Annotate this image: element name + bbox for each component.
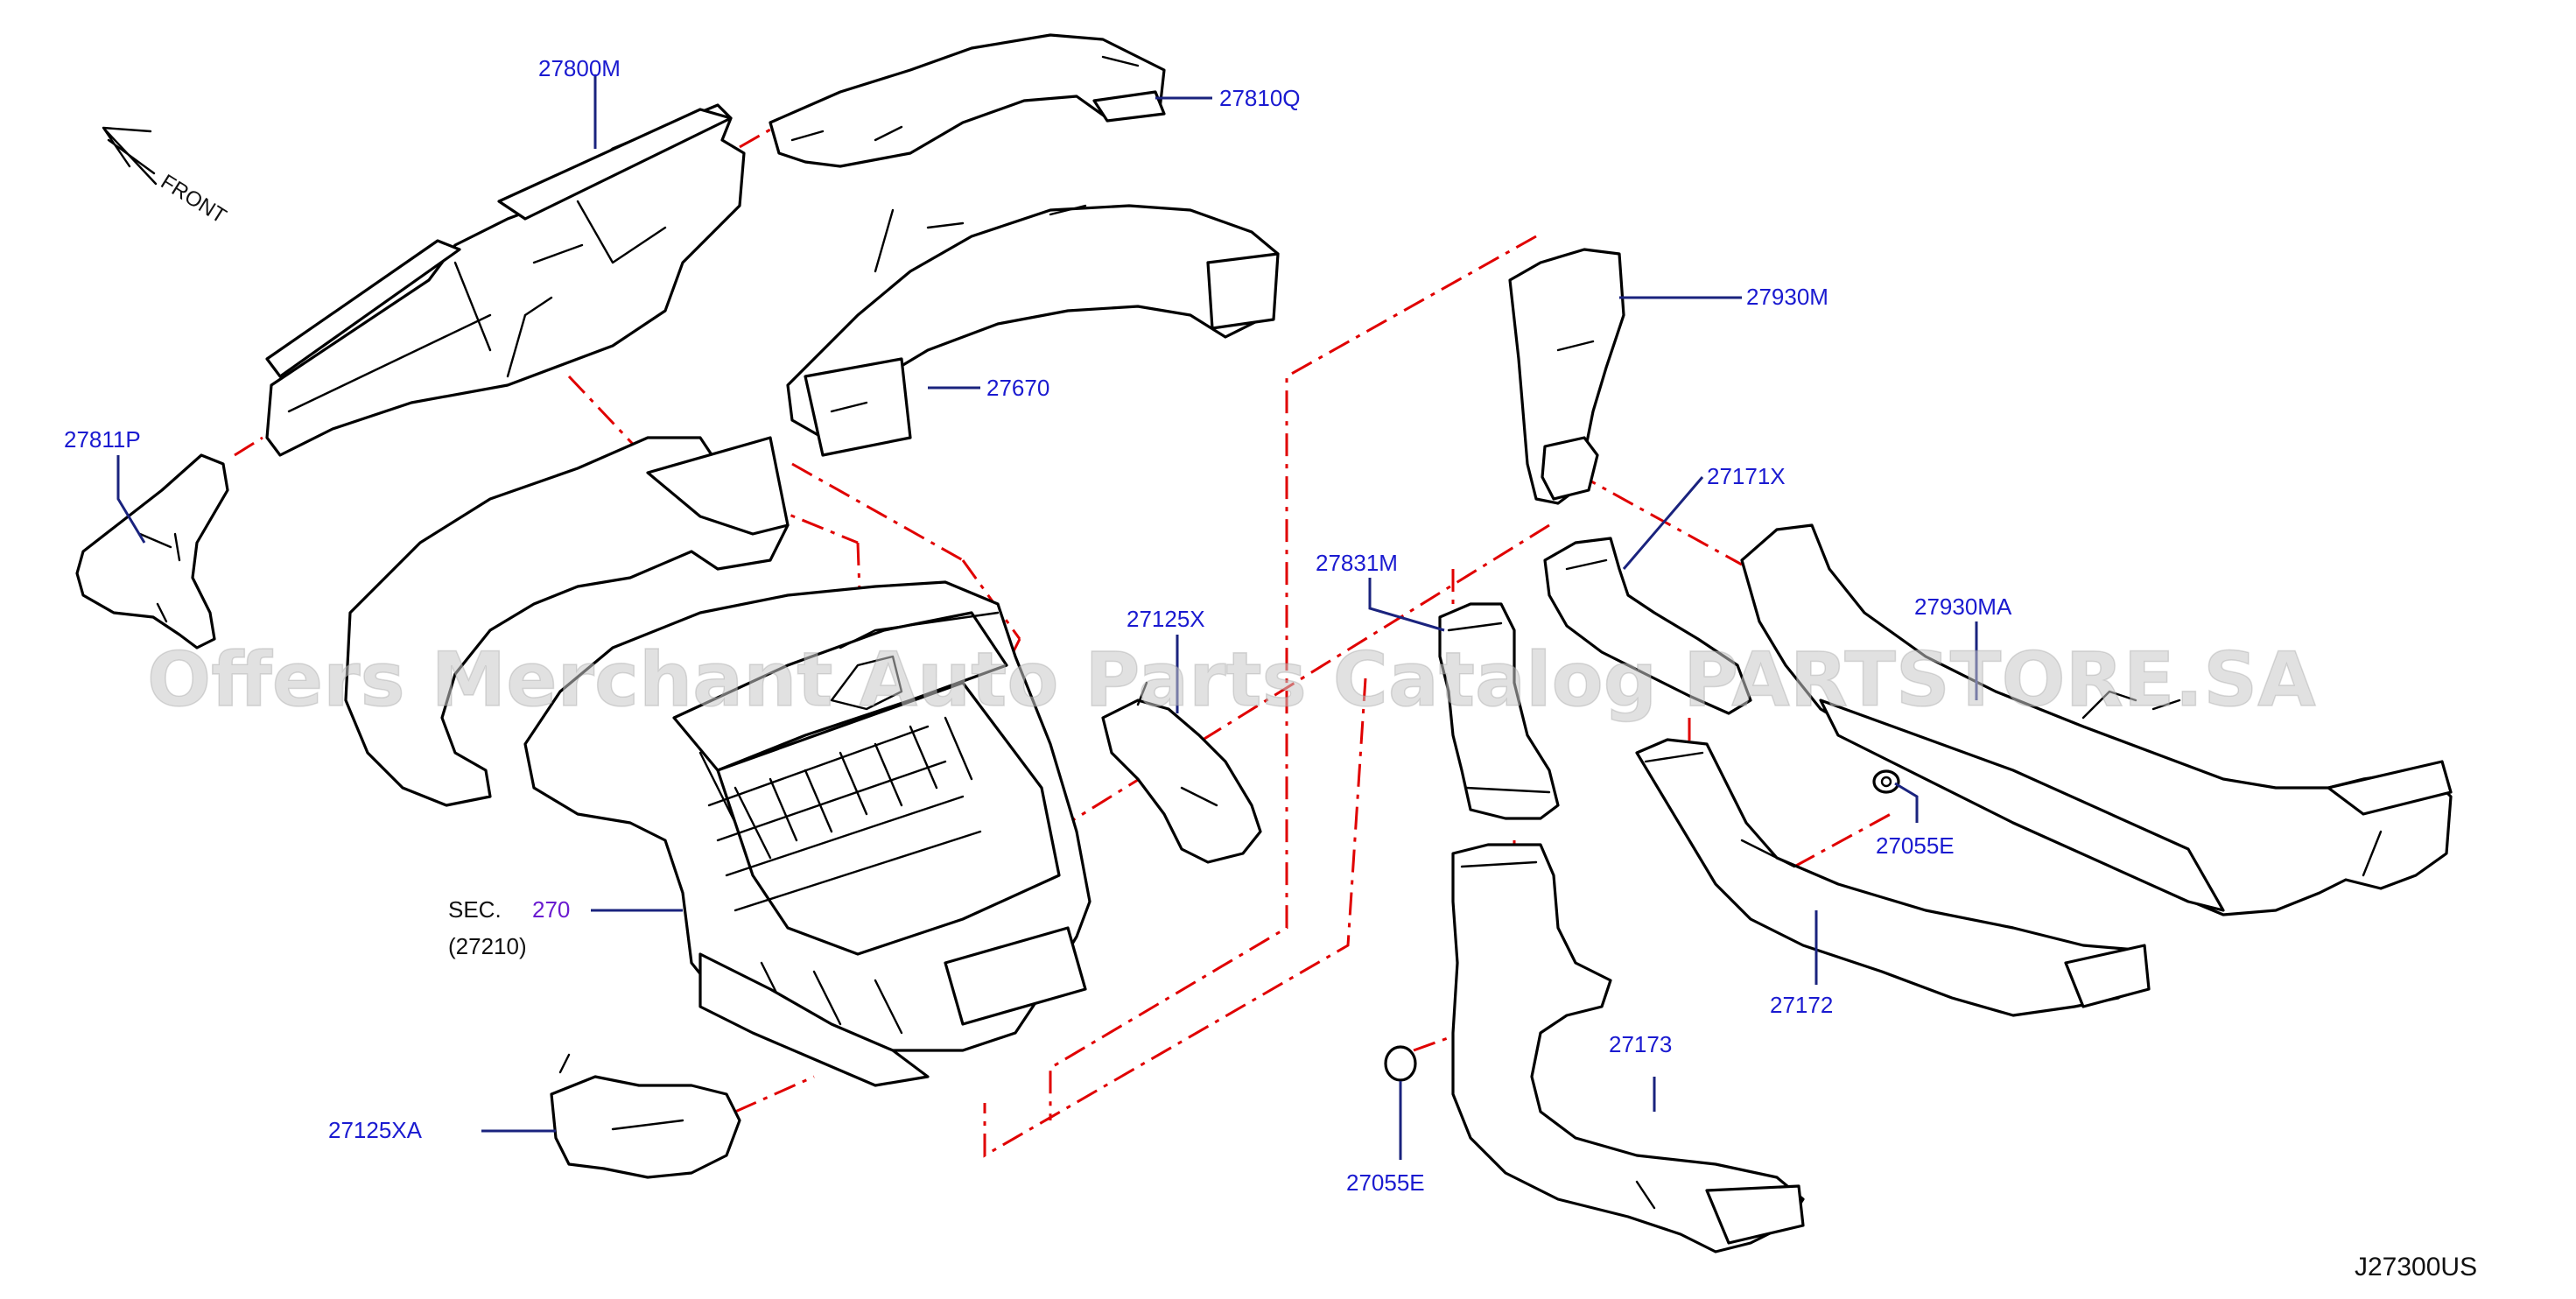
label-27173: 27173 (1609, 1031, 1672, 1057)
part-27930ma-drawing (1740, 523, 2453, 916)
label-27811p: 27811P (64, 426, 141, 453)
label-27930m: 27930M (1746, 284, 1828, 310)
label-27670: 27670 (986, 375, 1049, 401)
part-27930m-drawing (1508, 248, 1625, 505)
section-number: 270 (532, 896, 570, 923)
watermark-text: Offers Merchant Auto Parts Catalog PARTS… (147, 636, 2316, 724)
clip-27055e-lower-icon (1384, 1045, 1417, 1082)
section-prefix: SEC. (448, 896, 502, 923)
section-sub: (27210) (448, 933, 527, 959)
heater-unit-drawing (523, 580, 1091, 1087)
label-27125xa: 27125XA (328, 1117, 423, 1143)
part-27125xa-drawing (550, 1053, 741, 1179)
part-27811p-drawing (75, 453, 229, 650)
label-27930ma: 27930MA (1914, 593, 2012, 620)
part-27172-drawing (1635, 738, 2151, 1017)
front-label: FRONT (157, 170, 231, 228)
part-27670-drawing (344, 204, 1280, 807)
diagram-code: J27300US (2355, 1253, 2477, 1281)
part-27125x-drawing (1101, 681, 1262, 864)
clip-27055e-upper-icon (1872, 769, 1900, 794)
label-27125x: 27125X (1127, 606, 1205, 632)
part-27171x-drawing (1543, 537, 1752, 715)
part-27810q-drawing (769, 33, 1166, 168)
front-arrow-icon (102, 126, 158, 186)
label-27810q: 27810Q (1219, 85, 1301, 111)
label-27055e-upper: 27055E (1876, 832, 1955, 859)
label-27055e-lower: 27055E (1346, 1169, 1425, 1196)
label-27831m: 27831M (1316, 550, 1398, 576)
part-27800m-drawing (265, 103, 746, 457)
leader-lines (116, 74, 1978, 1160)
label-27171x: 27171X (1707, 463, 1786, 489)
label-27172: 27172 (1770, 992, 1833, 1018)
part-27831m-drawing (1438, 602, 1560, 820)
part-27173-drawing (1451, 843, 1805, 1253)
label-27800m: 27800M (538, 55, 621, 81)
